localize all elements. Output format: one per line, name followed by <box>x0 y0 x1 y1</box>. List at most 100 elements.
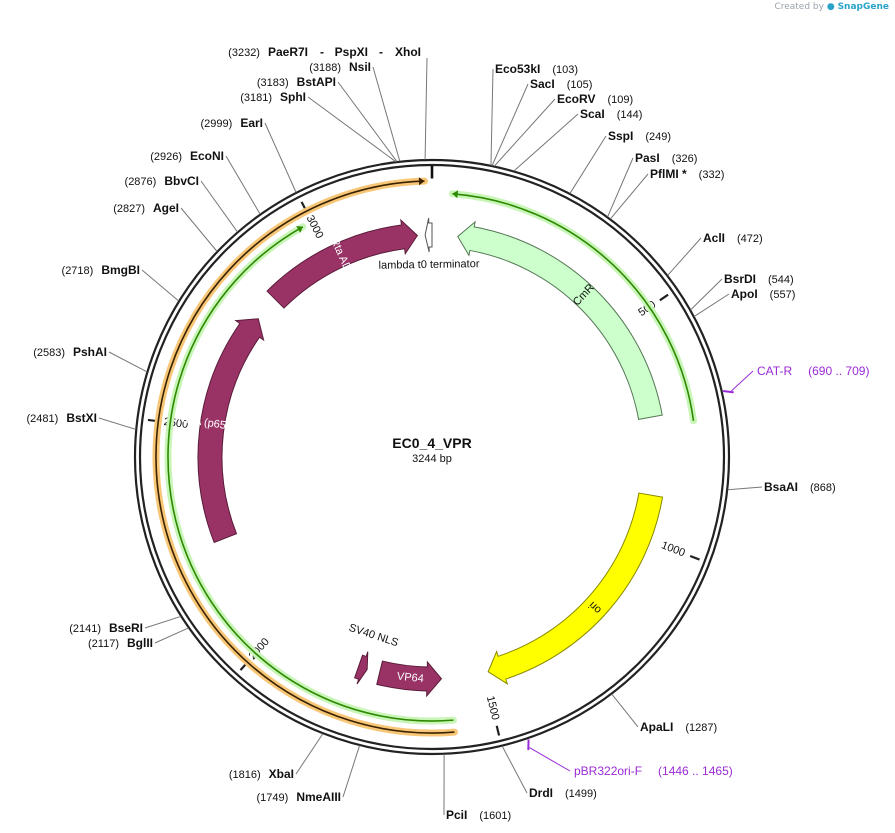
site-pspxi[interactable]: PspXI <box>335 45 368 59</box>
site-pshai[interactable]: PshAI (2583) <box>33 345 107 359</box>
tick-mark-500 <box>659 293 669 302</box>
site-apali[interactable]: ApaLI(1287) <box>640 720 717 734</box>
site-pasi[interactable]: PasI(326) <box>635 151 697 165</box>
site-bstapi[interactable]: BstAPI(3183) <box>257 75 336 89</box>
site-position: (105) <box>567 79 593 91</box>
primer-cat-r[interactable]: CAT-R(690 .. 709) <box>757 364 869 378</box>
site-name: BglII <box>127 636 153 650</box>
site-position: (2926) <box>150 151 182 163</box>
site-agei[interactable]: AgeI(2827) <box>113 201 179 215</box>
site-bbvci[interactable]: BbvCI (2876) <box>125 174 199 188</box>
site-ecorv[interactable]: EcoRV(109) <box>557 92 633 106</box>
feature-rta-ad[interactable] <box>266 218 419 309</box>
site-bstxi[interactable]: BstXI(2481) <box>27 411 97 425</box>
site-bsrdi[interactable]: BsrDI(544) <box>724 272 794 286</box>
site-position: (2583) <box>33 347 65 359</box>
site-eco53ki[interactable]: Eco53kI (103) <box>495 62 578 76</box>
site-eari[interactable]: EarI (2999) <box>201 116 263 130</box>
site-xhoi[interactable]: XhoI <box>395 45 421 59</box>
site-position: (249) <box>645 131 671 143</box>
site-name: BmgBI <box>101 263 140 277</box>
orf-green-left <box>167 226 454 722</box>
site-leader-saci <box>491 83 529 166</box>
credit-prefix: Created by <box>774 2 824 12</box>
site-name: PciI <box>446 808 467 822</box>
site-leader-drdi <box>501 745 528 794</box>
site-position: (3188) <box>309 62 341 74</box>
feature-vp64[interactable] <box>376 660 443 698</box>
site-name: AgeI <box>153 201 179 215</box>
site-name: PspXI <box>335 45 368 59</box>
site-position: (557) <box>770 289 796 301</box>
site-bseri[interactable]: BseRI(2141) <box>69 621 143 635</box>
site-bglii[interactable]: BglII(2117) <box>88 636 153 650</box>
site-name: EarI <box>240 116 263 130</box>
site-leader-ecorv <box>493 98 556 167</box>
site-econi[interactable]: EcoNI(2926) <box>150 149 224 163</box>
site-leader-nsii <box>372 66 401 162</box>
site-drdi[interactable]: DrdI (1499) <box>529 786 597 800</box>
credit-brand: SnapGene <box>837 2 889 12</box>
site-name: NmeAIII <box>296 790 341 804</box>
site-nmeaiii[interactable]: NmeAIII(1749) <box>257 790 341 804</box>
site-name: DrdI <box>529 786 553 800</box>
site-name: BstAPI <box>297 75 336 89</box>
site-leader-paer7i <box>424 57 428 160</box>
site-position: (103) <box>552 64 578 76</box>
feature-ori[interactable] <box>487 492 664 685</box>
site-name: PflMI * <box>650 167 687 181</box>
site-pflmi[interactable]: PflMI * (332) <box>650 167 724 181</box>
site-pcii[interactable]: PciI(1601) <box>446 808 511 822</box>
site-name: PshAI <box>73 345 107 359</box>
site-position: (2141) <box>69 623 101 635</box>
site-position: (1499) <box>565 788 597 800</box>
site-name: SacI <box>530 77 555 91</box>
site-paer7i[interactable]: PaeR7I (3232) <box>228 45 308 59</box>
site-name: BsaAI <box>764 480 798 494</box>
site-leader-bseri <box>144 615 181 629</box>
site-name: BbvCI <box>164 174 199 188</box>
site-name: BsrDI <box>724 272 756 286</box>
orf-green-right <box>452 192 695 421</box>
primer-range: (1446 .. 1465) <box>658 764 733 778</box>
site-name: Eco53kI <box>495 62 540 76</box>
site-leader-bstxi <box>98 417 136 430</box>
site-name: ApoI <box>731 287 758 301</box>
site-leader-eco53ki <box>490 68 494 166</box>
site-position: (3181) <box>240 92 272 104</box>
site-position: (2718) <box>62 265 94 277</box>
site-dash-2: - <box>379 45 383 59</box>
plasmid-name: EC0_4_VPR <box>392 435 471 451</box>
feature-sv40-nls[interactable] <box>353 651 369 685</box>
feature-rela-p65-ad[interactable] <box>197 318 265 544</box>
site-saci[interactable]: SacI (105) <box>530 77 592 91</box>
site-leader-bstapi <box>337 81 398 162</box>
site-name: PaeR7I <box>268 45 308 59</box>
feature-label-vp64: VP64 <box>396 671 424 686</box>
site-leader-pshai <box>108 351 148 373</box>
site-xbai[interactable]: XbaI(1816) <box>229 767 294 781</box>
site-leader-sspi <box>569 135 607 194</box>
site-leader-eari <box>264 122 297 193</box>
site-name: NsiI <box>349 60 371 74</box>
site-position: (2999) <box>201 118 233 130</box>
site-scai[interactable]: ScaI(144) <box>580 107 642 121</box>
site-acli[interactable]: AclI(472) <box>703 231 763 245</box>
site-bsaai[interactable]: BsaAI(868) <box>764 480 836 494</box>
site-leader-bglii <box>154 627 189 644</box>
restriction-sites: Eco53kI (103)SacI (105)EcoRV(109)ScaI(144)… <box>27 45 836 822</box>
primer-pbr322ori-f[interactable]: pBR322ori-F(1446 .. 1465) <box>574 764 733 778</box>
site-nsii[interactable]: NsiI (3188) <box>309 60 371 74</box>
site-apoi[interactable]: ApoI (557) <box>731 287 795 301</box>
feature-lambda-t0-terminator[interactable] <box>424 217 433 253</box>
site-sspi[interactable]: SspI(249) <box>608 129 671 143</box>
site-bmgbi[interactable]: BmgBI (2718) <box>62 263 140 277</box>
site-position: (2876) <box>125 176 157 188</box>
primer-mark-cat-r <box>722 390 734 394</box>
site-position: (332) <box>699 169 725 181</box>
site-sphi[interactable]: SphI(3181) <box>240 90 306 104</box>
plasmid-backbone <box>133 158 731 756</box>
site-name: PasI <box>635 151 660 165</box>
site-position: (3232) <box>228 47 260 59</box>
feature-cmr[interactable] <box>457 220 663 420</box>
